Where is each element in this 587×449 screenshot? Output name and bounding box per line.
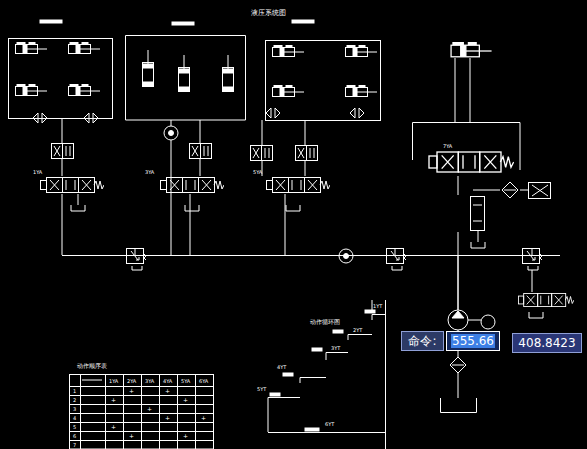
table-rule [105, 374, 106, 449]
field-text: 408.8423 [518, 336, 575, 350]
table-rule [213, 374, 214, 449]
row-number: 5 [73, 425, 76, 430]
table-rule [80, 374, 81, 449]
table-cell: + [165, 415, 170, 421]
table-rule [69, 440, 214, 441]
table-rule [69, 374, 214, 375]
field-text: 555.66 [451, 334, 495, 348]
table-cell: + [129, 433, 134, 439]
chart-title: 动作循环图 [310, 319, 340, 325]
solenoid-tag: 5YA [253, 170, 262, 175]
row-number: 4 [73, 416, 76, 421]
row-number: 7 [73, 443, 76, 448]
table-header: 5YA [181, 379, 190, 384]
step-label: 2YT [353, 328, 362, 333]
table-rule [82, 380, 102, 381]
table-rule [69, 395, 214, 396]
table-cell: + [183, 433, 188, 439]
table-rule [69, 413, 214, 414]
command-prompt: 命令: [401, 331, 444, 351]
table-rule [159, 374, 160, 449]
row-number: 1 [73, 389, 76, 394]
solenoid-tag: 7YA [443, 144, 452, 149]
table-rule [69, 422, 214, 423]
table-rule [69, 374, 70, 449]
drawing-title: 液压系统图 [251, 10, 286, 17]
table-title: 动作顺序表 [77, 363, 107, 369]
table-cell: + [111, 397, 116, 403]
table-header: 2YA [127, 379, 136, 384]
input-field: 555.66 [446, 331, 500, 351]
table-rule [195, 374, 196, 449]
table-rule [141, 374, 142, 449]
table-rule [69, 431, 214, 432]
table-header: 1YA [109, 379, 118, 384]
step-label: 5YT [257, 387, 266, 392]
table-header: 6YA [199, 379, 208, 384]
table-cell: + [147, 406, 152, 412]
step-label: 4YT [277, 365, 286, 370]
row-number: 2 [73, 398, 76, 403]
table-cell: + [111, 424, 116, 430]
table-rule [123, 374, 124, 449]
row-number: 6 [73, 434, 76, 439]
table-header: 3YA [145, 379, 154, 384]
table-header: 4YA [163, 379, 172, 384]
table-cell: + [201, 415, 206, 421]
row-number: 3 [73, 407, 76, 412]
solenoid-tag: 3YA [145, 170, 154, 175]
table-rule [69, 404, 214, 405]
table-rule [177, 374, 178, 449]
table-cell: + [129, 388, 134, 394]
table-cell: + [183, 397, 188, 403]
coordinate-field: 408.8423 [512, 333, 582, 353]
table-rule [69, 386, 214, 387]
table-cell: + [165, 388, 170, 394]
step-label: 6YT [325, 422, 334, 427]
step-label: 3YT [331, 346, 340, 351]
field-text: 命令: [408, 333, 436, 350]
solenoid-tag: 1YA [33, 170, 42, 175]
step-label: 1YT [373, 304, 382, 309]
